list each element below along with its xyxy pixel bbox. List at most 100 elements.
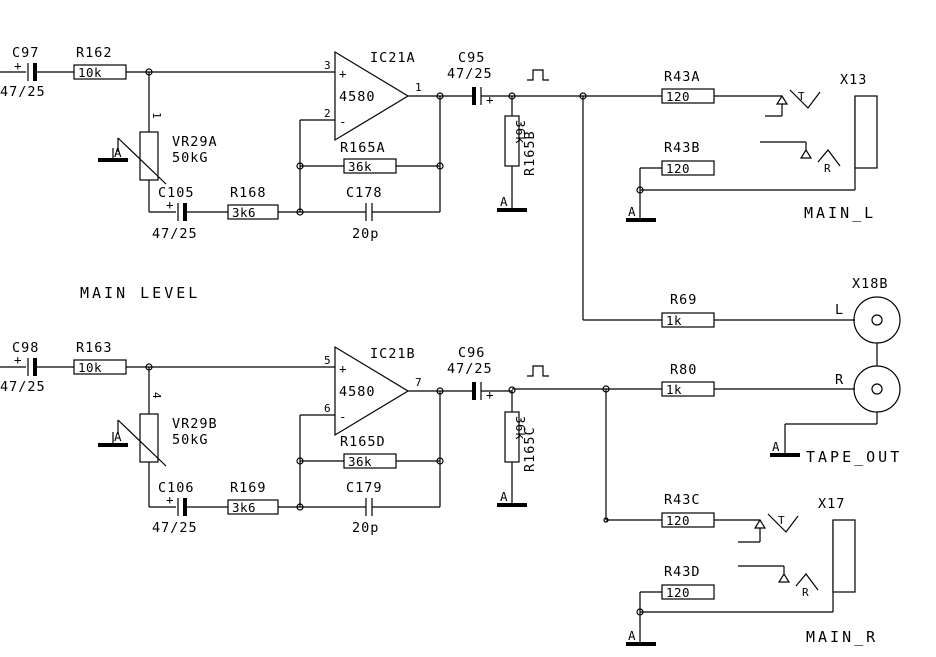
c98-label: C98 (12, 340, 39, 356)
r165c-value: 36k (513, 416, 528, 440)
pulse-icon (527, 69, 549, 81)
ic21a-minus: - (339, 114, 347, 129)
junction (296, 162, 304, 170)
r43b-label: R43B (664, 140, 701, 156)
r163-label: R163 (76, 340, 113, 356)
ic21a-pin-minus: 2 (324, 107, 331, 120)
main-l-label: MAIN_L (804, 204, 876, 222)
x13-label: X13 (840, 72, 867, 88)
jack-ring-arrow (799, 148, 813, 159)
jack-tip (789, 89, 821, 109)
ground-label: A (628, 628, 636, 643)
ic21b-label: IC21B (370, 346, 416, 362)
r165c-label: R165C (522, 426, 538, 472)
ground-label: A (114, 145, 122, 160)
c97-label: C97 (12, 45, 39, 61)
x18b-l-label: L (835, 302, 844, 318)
c105-polarity: + (166, 197, 174, 212)
c96-label: C96 (458, 345, 485, 361)
r80-value: 1k (666, 382, 682, 397)
ic21a-pin-out: 1 (415, 81, 422, 94)
c97-polarity: + (14, 58, 22, 73)
x17-jack-body (832, 519, 856, 593)
r165a-value: 36k (348, 159, 372, 174)
ic21a-label: IC21A (370, 50, 416, 66)
r43b-value: 120 (666, 161, 690, 176)
r43c-label: R43C (664, 492, 701, 508)
r163-value: 10k (78, 360, 102, 375)
x13-ring-label: R (824, 162, 831, 175)
x18b-label: X18B (852, 276, 889, 292)
vr29a-pin: 1 (150, 112, 163, 119)
jack-tip-arrow (775, 94, 789, 105)
r69-value: 1k (666, 313, 682, 328)
c95-value: 47/25 (447, 66, 493, 82)
ic21b-minus: - (339, 409, 347, 424)
x18b-r-label: R (835, 372, 844, 388)
junction (436, 387, 444, 395)
ic21a-pin-plus: 3 (324, 59, 331, 72)
pulse-icon (527, 365, 549, 377)
x13-jack-body (854, 95, 878, 169)
vr29a-value: 50kG (172, 150, 209, 166)
c96-value: 47/25 (447, 361, 493, 377)
ic21b-plus: + (339, 361, 347, 376)
r165d-label: R165D (340, 434, 386, 450)
c98-value: 47/25 (0, 379, 46, 395)
r43d-label: R43D (664, 564, 701, 580)
r80-body (661, 381, 715, 397)
vr29b-value: 50kG (172, 432, 209, 448)
upper-channel: + C97 47/25 10k R162 1 VR29A 50kG A + C1… (0, 45, 878, 242)
c106-value: 47/25 (152, 520, 198, 536)
jack-ring-arrow (777, 572, 791, 583)
c106-polarity: + (166, 492, 174, 507)
r169-value: 3k6 (232, 500, 256, 515)
tape-out-section: 1k R69 L X18B R A TAPE_OUT (582, 96, 901, 466)
vr29b-label: VR29B (172, 416, 218, 432)
c179-value: 20p (352, 520, 379, 536)
vr29a-label: VR29A (172, 134, 218, 150)
r43a-value: 120 (666, 89, 690, 104)
ic21b-pin-minus: 6 (324, 402, 331, 415)
c179-label: C179 (346, 480, 383, 496)
c95-label: C95 (458, 50, 485, 66)
r80-label: R80 (670, 362, 697, 378)
ic21a-plus: + (339, 66, 347, 81)
c96-polarity: + (486, 387, 494, 402)
vr29a-body (139, 131, 159, 181)
c178-label: C178 (346, 185, 383, 201)
r169-label: R169 (230, 480, 267, 496)
r43c-value: 120 (666, 513, 690, 528)
r165b-label: R165B (522, 130, 538, 176)
x17-label: X17 (818, 496, 845, 512)
c105-label: C105 (158, 185, 195, 201)
ground-label: A (772, 439, 780, 454)
rca-jack-r (853, 365, 901, 413)
c106-label: C106 (158, 480, 195, 496)
main-r-label: MAIN_R (806, 628, 878, 646)
c97-value: 47/25 (0, 84, 46, 100)
r162-label: R162 (76, 45, 113, 61)
r168-value: 3k6 (232, 205, 256, 220)
r165b-value: 36k (513, 120, 528, 144)
jack-tip-arrow (753, 518, 767, 529)
vr29b-pin: 4 (150, 392, 163, 399)
r162-value: 10k (78, 65, 102, 80)
vr29b-body (139, 413, 159, 463)
ic21a-value: 4580 (339, 89, 376, 105)
c178-value: 20p (352, 226, 379, 242)
c105-value: 47/25 (152, 226, 198, 242)
ic21a-opamp (334, 50, 410, 142)
c95-polarity: + (486, 92, 494, 107)
ic21b-pin-out: 7 (415, 376, 422, 389)
rca-jack-l (853, 296, 901, 344)
main-level-label: MAIN LEVEL (80, 284, 200, 302)
r43d-value: 120 (666, 585, 690, 600)
r69-label: R69 (670, 292, 697, 308)
ground-label: A (500, 489, 508, 504)
r165a-label: R165A (340, 140, 386, 156)
x17-ring-label: R (802, 586, 809, 599)
ground-label: A (628, 204, 636, 219)
r43a-label: R43A (664, 69, 701, 85)
